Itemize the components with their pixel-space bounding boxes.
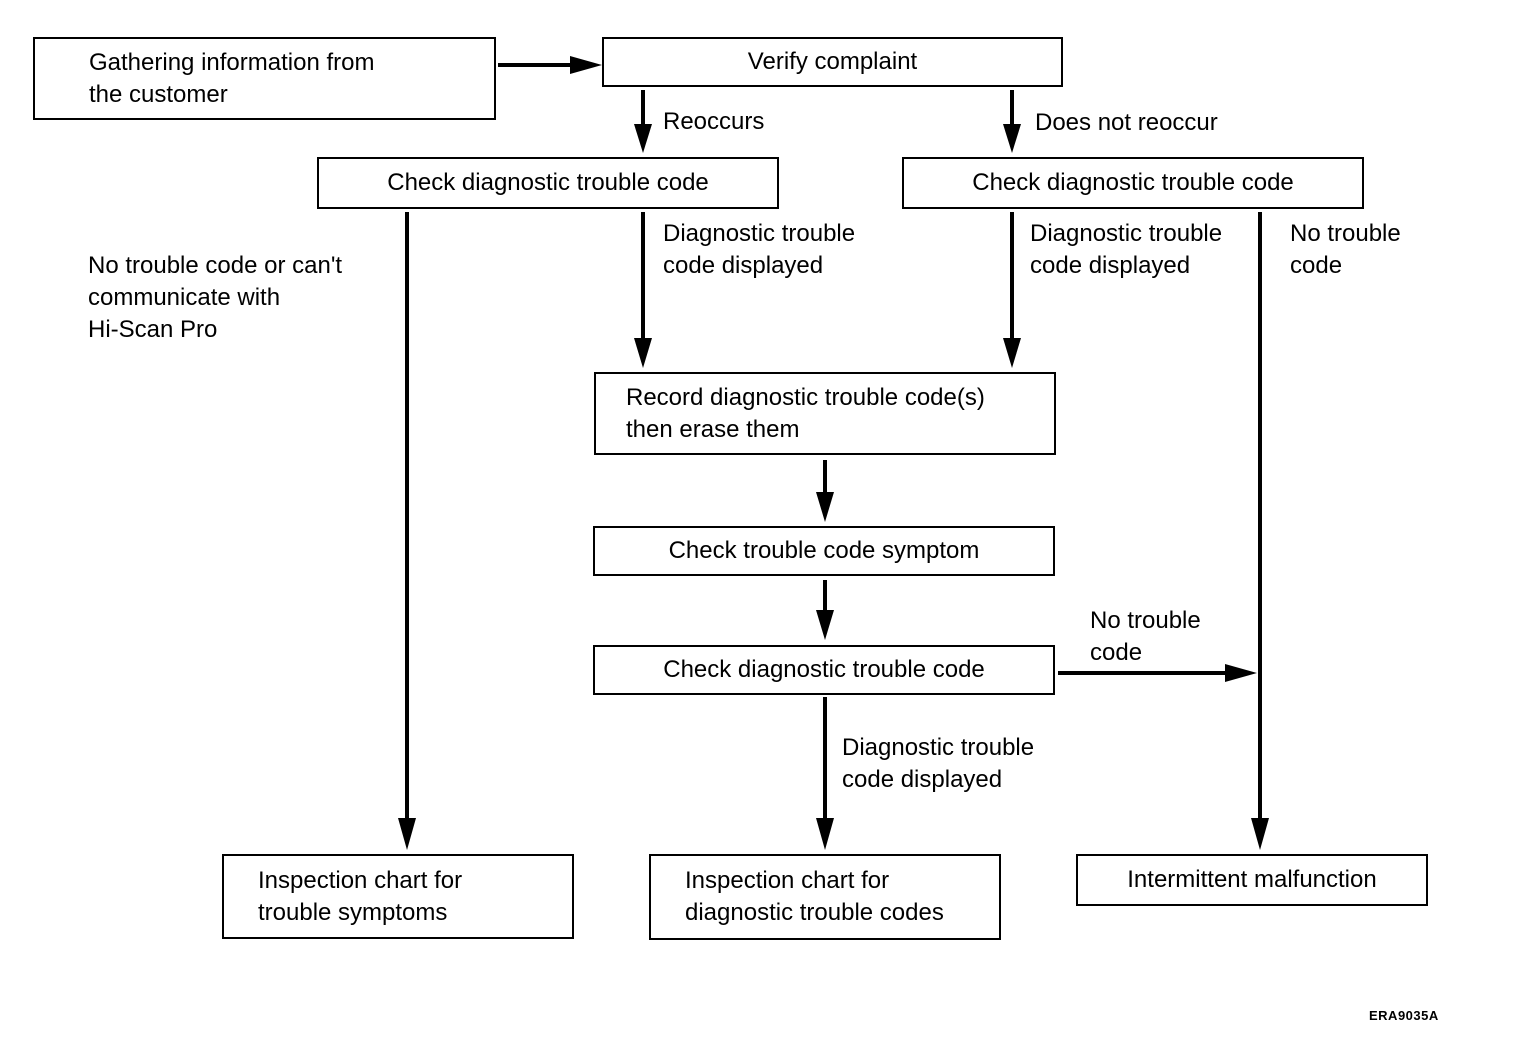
node-check-trouble-code-symptom-text: Check trouble code symptom bbox=[668, 537, 980, 564]
edge-label-dtc-displayed-left: Diagnostic trouble code displayed bbox=[663, 220, 856, 279]
edge-label-no-code-cant-communicate: No trouble code or can't communicate wit… bbox=[88, 252, 343, 343]
arrowhead-to-inspect-codes bbox=[816, 818, 834, 850]
arrowhead-verify-to-check-right bbox=[1003, 124, 1021, 153]
node-verify-complaint-text: Verify complaint bbox=[747, 48, 918, 75]
edge-label-does-not-reoccur: Does not reoccur bbox=[1035, 109, 1218, 136]
node-check-dtc-right: Check diagnostic trouble code bbox=[902, 157, 1364, 209]
edge-label-no-trouble-code-middle: No trouble code bbox=[1090, 607, 1201, 666]
node-gathering-information: Gathering information from the customer bbox=[33, 37, 496, 120]
node-inspection-chart-symptoms-text: Inspection chart for trouble symptoms bbox=[258, 866, 463, 926]
node-record-dtc-text: Record diagnostic trouble code(s) then e… bbox=[626, 383, 985, 443]
arrowhead-verify-to-check-left bbox=[634, 124, 652, 153]
edge-label-dtc-displayed-right: Diagnostic trouble code displayed bbox=[1030, 220, 1223, 279]
arrowhead-check-mid-to-intermittent bbox=[1225, 664, 1257, 682]
node-check-dtc-middle-text: Check diagnostic trouble code bbox=[663, 656, 985, 683]
arrowhead-record-to-symptom bbox=[816, 492, 834, 522]
arrowhead-check-right-to-record bbox=[1003, 338, 1021, 368]
arrowhead-symptom-to-check-mid bbox=[816, 610, 834, 640]
node-intermittent-malfunction: Intermittent malfunction bbox=[1076, 854, 1428, 906]
arrowhead-to-intermittent bbox=[1251, 818, 1269, 850]
arrowhead-check-left-to-record bbox=[634, 338, 652, 368]
node-gathering-information-text: Gathering information from the customer bbox=[89, 48, 375, 108]
node-check-trouble-code-symptom: Check trouble code symptom bbox=[593, 526, 1055, 576]
node-check-dtc-left-text: Check diagnostic trouble code bbox=[387, 169, 709, 196]
node-check-dtc-right-text: Check diagnostic trouble code bbox=[972, 169, 1294, 196]
node-check-dtc-middle: Check diagnostic trouble code bbox=[593, 645, 1055, 695]
figure-code: ERA9035A bbox=[1369, 1008, 1439, 1023]
edge-label-dtc-displayed-middle: Diagnostic trouble code displayed bbox=[842, 734, 1035, 793]
arrowhead-gather-to-verify bbox=[570, 56, 602, 74]
node-record-dtc: Record diagnostic trouble code(s) then e… bbox=[594, 372, 1056, 455]
arrowhead-to-inspect-symptoms bbox=[398, 818, 416, 850]
node-inspection-chart-symptoms: Inspection chart for trouble symptoms bbox=[222, 854, 574, 939]
node-check-dtc-left: Check diagnostic trouble code bbox=[317, 157, 779, 209]
node-inspection-chart-dtc-text: Inspection chart for diagnostic trouble … bbox=[685, 867, 944, 926]
edge-label-reoccurs: Reoccurs bbox=[663, 108, 765, 135]
edge-label-no-trouble-code-right: No trouble code bbox=[1290, 220, 1401, 279]
node-intermittent-malfunction-text: Intermittent malfunction bbox=[1127, 866, 1377, 893]
node-inspection-chart-dtc: Inspection chart for diagnostic trouble … bbox=[649, 854, 1001, 940]
node-verify-complaint: Verify complaint bbox=[602, 37, 1063, 87]
